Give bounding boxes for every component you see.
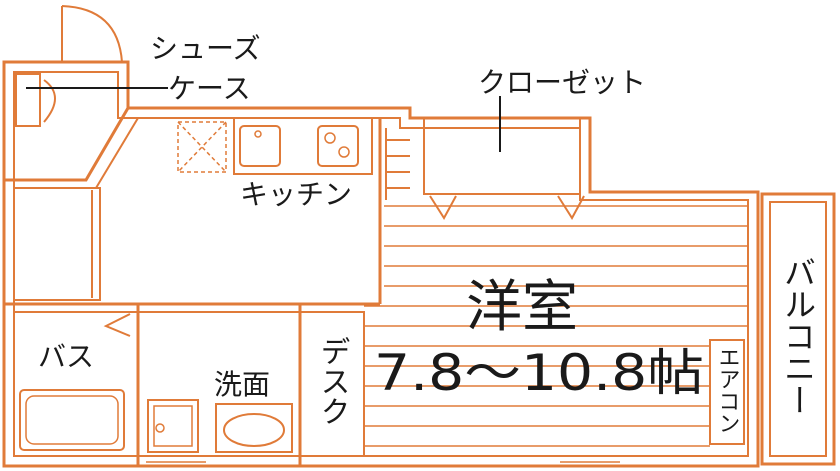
balcony-label: バルコニー [779, 256, 817, 416]
washing-machine-inner [153, 405, 193, 447]
shoe-case-label: シューズ [150, 32, 261, 65]
closet-door-marker [557, 195, 585, 220]
wash-basin [215, 403, 293, 453]
closet-door-marker [429, 195, 457, 220]
fridge-space [177, 121, 227, 173]
kitchen-burner [338, 146, 350, 158]
desk-label: デスク [315, 336, 350, 426]
aircon-label: エアコン [715, 346, 740, 434]
outer-wall [2, 60, 760, 468]
washing-machine [147, 399, 199, 453]
kitchen-burner [324, 132, 336, 144]
kitchen-sink [239, 125, 281, 167]
aircon-unit [709, 339, 745, 445]
toilet-room [13, 187, 101, 301]
shoe-case-door [43, 79, 56, 123]
entrance-door [61, 5, 123, 63]
balcony [760, 192, 836, 466]
floor-boards [364, 205, 748, 447]
bathtub-inner [25, 395, 119, 445]
corridor-wall [4, 107, 130, 182]
western-room-label: 洋室 [466, 275, 578, 340]
balcony-inner [769, 201, 827, 457]
kitchen-counter [233, 117, 373, 175]
kitchen-stove [317, 125, 359, 167]
fridge-space-cross [177, 121, 227, 173]
corridor-wall-inner [14, 117, 139, 189]
wash-bowl [223, 413, 285, 447]
bathtub [19, 389, 125, 451]
desk [300, 311, 365, 456]
kitchen-sink-drain [254, 130, 262, 138]
bath-door [103, 313, 131, 337]
shoe-case [15, 73, 41, 127]
washroom-label: 洗面 [214, 368, 270, 401]
kitchen-label: キッチン [240, 178, 352, 211]
room-size-label: 7.8～10.8帖 [374, 344, 704, 402]
bath-label: バス [38, 340, 94, 373]
closet-box [423, 117, 581, 195]
shoe-case-label-2: ケース [168, 72, 251, 105]
closet-label: クローゼット [478, 66, 646, 99]
storage-shelf [385, 128, 410, 200]
washing-machine-drain [155, 423, 165, 433]
